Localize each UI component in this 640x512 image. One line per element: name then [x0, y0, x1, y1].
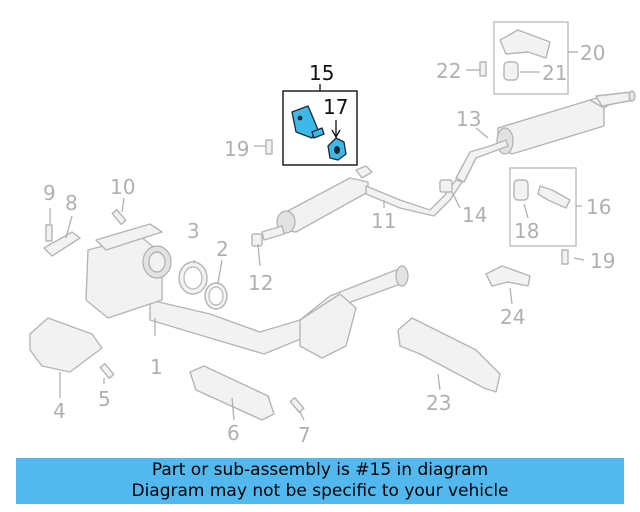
callout-10: 10 [110, 175, 135, 199]
callouts: 1 2 3 4 5 6 7 8 9 10 11 12 13 14 15 16 1… [43, 41, 615, 447]
callout-19a: 19 [224, 137, 249, 161]
callout-5: 5 [98, 387, 111, 411]
callout-12: 12 [248, 271, 273, 295]
callout-13: 13 [456, 107, 481, 131]
callout-19b: 19 [590, 249, 615, 273]
hanger-21 [503, 61, 519, 81]
callout-17: 17 [323, 95, 348, 119]
rear-muffler [496, 90, 636, 155]
callout-8: 8 [65, 191, 78, 215]
callout-14: 14 [462, 203, 487, 227]
callout-11: 11 [371, 209, 396, 233]
callout-3: 3 [187, 219, 200, 243]
bracket-20 [499, 29, 551, 59]
banner-line-2: Diagram may not be specific to your vehi… [131, 481, 509, 501]
catalytic-converter [85, 223, 172, 319]
bracket-24 [485, 265, 531, 287]
gasket-3 [178, 261, 208, 295]
group-box-16 [509, 167, 577, 247]
banner-line-1: Part or sub-assembly is #15 in diagram [151, 460, 489, 480]
heat-shield-23 [397, 317, 501, 393]
center-resonator [261, 165, 463, 241]
callout-6: 6 [227, 421, 240, 445]
callout-4: 4 [53, 399, 66, 423]
front-pipe [149, 265, 409, 359]
callout-18: 18 [514, 219, 539, 243]
tailpipe-13 [455, 139, 509, 183]
callout-16: 16 [586, 195, 611, 219]
group-box-20 [493, 21, 569, 95]
callout-2: 2 [216, 237, 229, 261]
leader-lines [49, 51, 585, 421]
callout-7: 7 [298, 423, 311, 447]
callout-1: 1 [150, 355, 163, 379]
callout-24: 24 [500, 305, 525, 329]
info-banner: Part or sub-assembly is #15 in diagram D… [16, 458, 624, 504]
callout-9: 9 [43, 181, 56, 205]
heat-shield-6 [189, 365, 275, 421]
gasket-2 [204, 282, 228, 310]
callout-23: 23 [426, 391, 451, 415]
callout-22: 22 [436, 59, 461, 83]
heat-shield-4 [29, 317, 103, 373]
rubber-insulator-17 [327, 137, 347, 161]
callout-20: 20 [580, 41, 605, 65]
hanger-18 [513, 179, 571, 209]
bolt-small-parts [43, 61, 569, 413]
callout-21: 21 [542, 61, 567, 85]
callout-15: 15 [309, 61, 334, 85]
parts-diagram: 1 2 3 4 5 6 7 8 9 10 11 12 13 14 15 16 1… [29, 21, 636, 447]
hanger-bracket-15 [291, 105, 325, 139]
